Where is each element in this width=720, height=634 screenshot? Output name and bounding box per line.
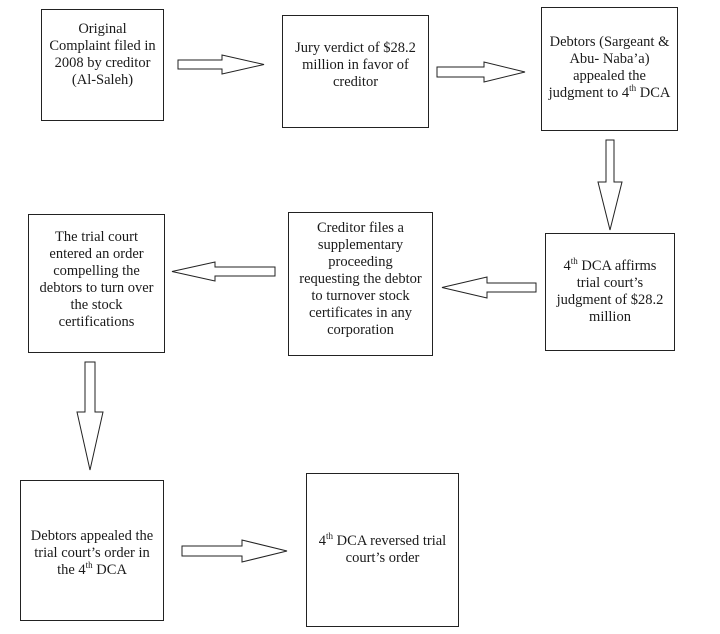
node-debtors-appealed-judgment: Debtors (Sargeant &Abu- Naba’a)appealed … [541,7,678,131]
arrow-n7-to-n8 [181,539,288,563]
node-text-line: judgment of $28.2 [546,292,674,309]
arrow-n1-to-n2 [177,54,265,75]
text-segment: compelling the [53,263,140,279]
ordinal-superscript: th [570,256,578,267]
node-text-line: the 4th DCA [21,560,163,579]
ordinal-superscript: th [629,83,637,94]
node-text-line: appealed the [542,68,677,85]
node-text-line: debtors to turn over [29,280,164,297]
node-text-line: supplementary [289,237,432,254]
node-text-line: creditor [283,74,428,91]
text-segment: Debtors appealed the [30,528,154,544]
text-segment: DCA [636,85,671,101]
node-text-line: 4th DCA reversed trial [307,531,458,550]
text-segment: Debtors (Sargeant & [549,34,670,50]
text-segment: debtors to turn over [39,280,154,296]
arrow-n5-to-n6 [171,261,276,282]
text-segment: judgment of $28.2 [556,292,664,308]
arrow-n4-to-n5 [441,276,537,299]
node-text-line: The trial court [29,229,164,246]
node-text-line: million [546,309,674,326]
text-segment: DCA affirms [577,258,657,274]
text-segment: DCA reversed trial [333,533,447,549]
arrow-n6-to-n7 [76,361,104,471]
text-segment: the 4 [57,562,86,578]
text-segment: entered an order [49,246,144,262]
text-segment: million [589,309,631,325]
node-text-line: Jury verdict of $28.2 [283,40,428,57]
node-text-line: proceeding [289,254,432,271]
text-segment: judgment to 4 [548,85,630,101]
node-text-line: trial court’s [546,275,674,292]
node-text-line: Complaint filed in [42,38,163,55]
text-segment: Abu- Naba’a) [569,51,650,67]
node-text-line: Original [42,21,163,38]
text-segment: DCA [92,562,127,578]
text-segment: trial court’s [576,275,644,291]
arrow-n3-to-n4 [597,139,623,231]
node-text-line: court’s order [307,550,458,567]
node-text-line: Debtors appealed the [21,528,163,545]
node-text-line: judgment to 4th DCA [542,83,677,102]
text-segment: certificates in any [308,305,413,321]
ordinal-superscript: th [326,531,334,542]
text-segment: corporation [327,322,394,338]
text-segment: Original [78,21,127,37]
node-text-line: 2008 by creditor [42,55,163,72]
node-text-line: compelling the [29,263,164,280]
text-segment: creditor [332,74,379,90]
node-text-line: Creditor files a [289,220,432,237]
node-text-line: million in favor of [283,57,428,74]
node-text-line: entered an order [29,246,164,263]
node-text-line: to turnover stock [289,288,432,305]
node-text-line: Debtors (Sargeant & [542,34,677,51]
text-segment: 2008 by creditor [54,55,151,71]
ordinal-superscript: th [85,560,93,571]
text-segment: (Al-Saleh) [71,72,134,88]
text-segment: certifications [58,314,135,330]
node-text-line: (Al-Saleh) [42,72,163,89]
node-text-line: 4th DCA affirms [546,256,674,275]
node-text-line: certifications [29,314,164,331]
text-segment: The trial court [55,229,138,245]
text-segment: million in favor of [302,57,409,73]
text-segment: the stock [70,297,123,313]
text-segment: appealed the [573,68,646,84]
text-segment: 4 [563,258,571,274]
text-segment: Creditor files a [317,220,404,236]
arrow-n2-to-n3 [436,61,526,83]
text-segment: 4 [318,533,327,549]
text-segment: to turnover stock [311,288,410,304]
node-text-line: corporation [289,322,432,339]
node-text-line: trial court’s order in [21,545,163,562]
node-text-line: the stock [29,297,164,314]
text-segment: supplementary [317,237,404,253]
text-segment: proceeding [328,254,393,270]
text-segment: requesting the debtor [299,271,422,287]
node-text-line: Abu- Naba’a) [542,51,677,68]
text-segment: Complaint filed in [49,38,156,54]
node-text-line: certificates in any [289,305,432,322]
text-segment: court’s order [345,550,420,566]
text-segment: trial court’s order in [34,545,150,561]
text-segment: Jury verdict of $28.2 [295,40,416,56]
node-text-line: requesting the debtor [289,271,432,288]
